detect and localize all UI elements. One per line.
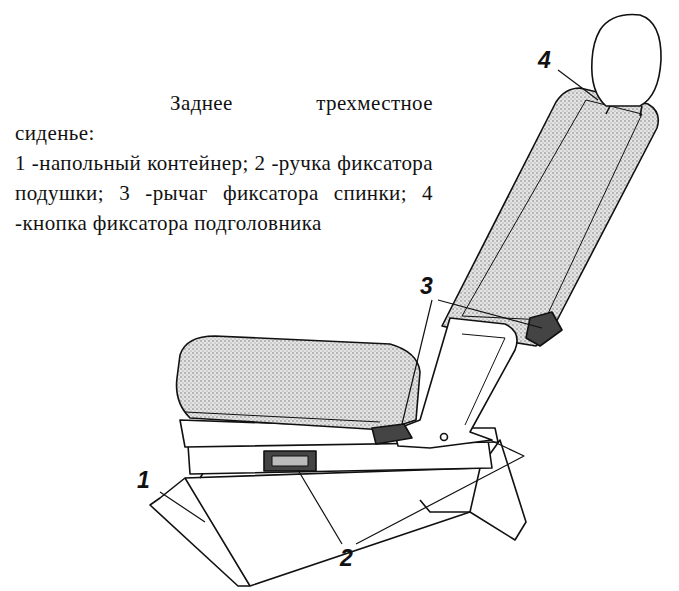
backrest-lever (372, 424, 412, 444)
backrest-lever (526, 312, 562, 346)
headrest (592, 15, 661, 106)
backrest (442, 88, 658, 346)
callout-number: 4 (538, 48, 551, 72)
cushion-handle (272, 456, 308, 466)
callout-number: 2 (340, 546, 353, 570)
leader-line (160, 70, 598, 544)
figure-title: Заднее трехместное сиденье: (15, 88, 433, 148)
figure-caption: 1 -напольный контейнер; 2 -ручка фиксато… (15, 148, 433, 238)
callout-number: 1 (137, 468, 150, 492)
bracket-bolt (441, 434, 448, 441)
bracket-edge (462, 334, 505, 425)
floor-container (150, 440, 526, 586)
seat-cushion (177, 336, 420, 430)
cushion-handle (264, 451, 316, 471)
headrest-post (606, 106, 642, 116)
callout-number: 3 (420, 274, 433, 298)
cushion-seam (185, 412, 380, 422)
backrest-seam (462, 100, 642, 320)
